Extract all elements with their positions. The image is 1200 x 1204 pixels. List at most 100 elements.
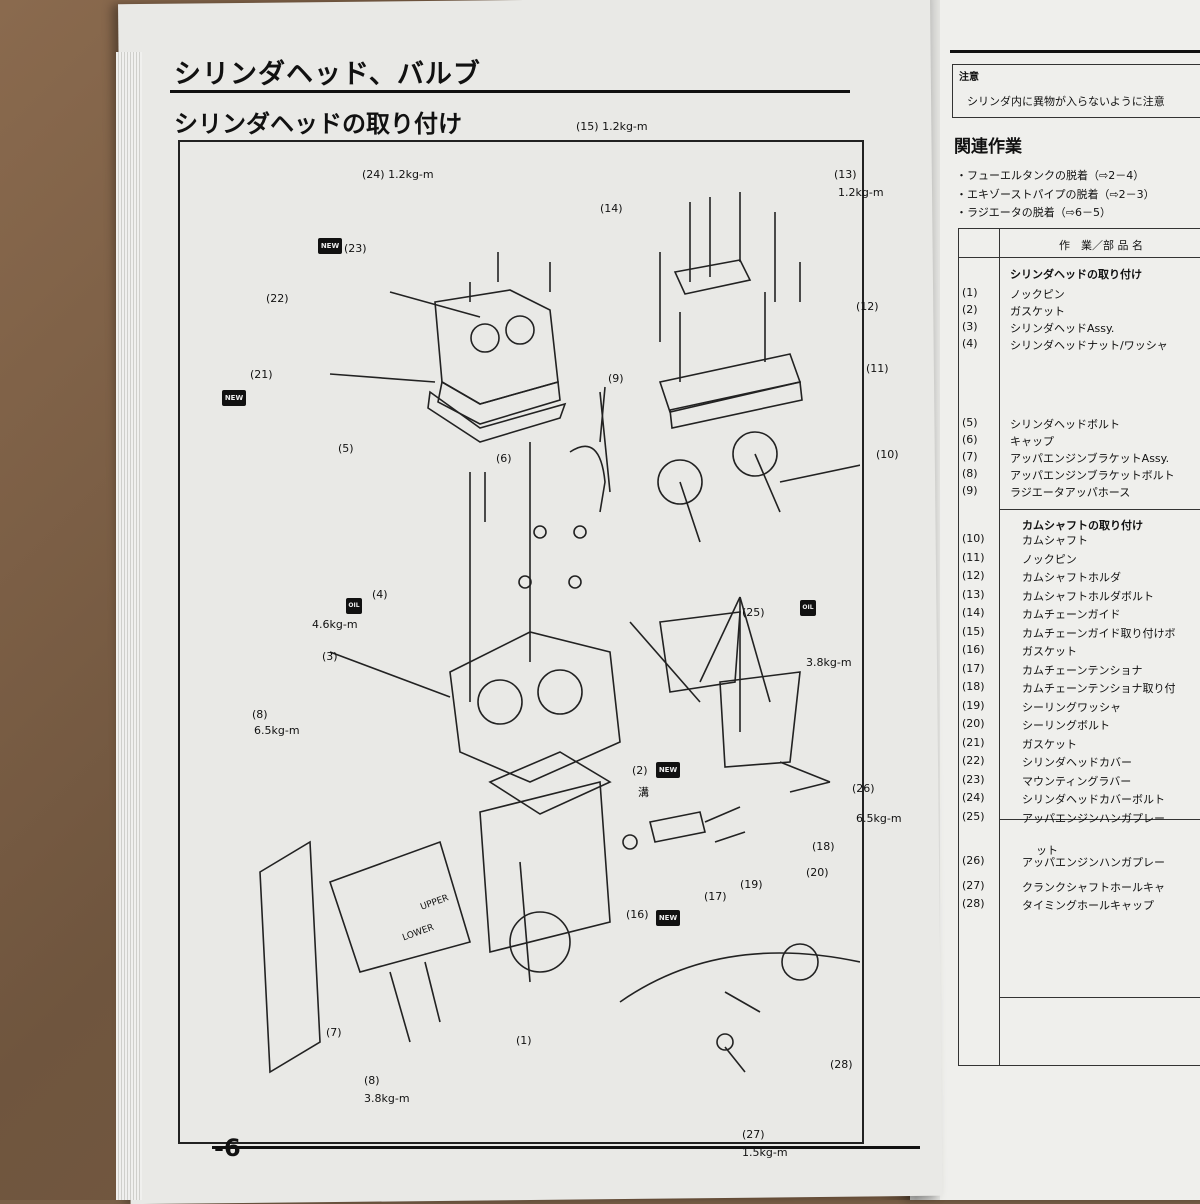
table-row-number: (4)	[962, 337, 978, 350]
table-row-number: (11)	[962, 550, 985, 564]
table-row-number: (17)	[962, 661, 985, 675]
table-row-number: (21)	[962, 735, 985, 749]
callout-label: (28)	[830, 1058, 853, 1071]
table-row-part-name: マウンティングラバー	[1022, 774, 1132, 788]
table-divider	[999, 229, 1000, 1065]
cylinder-head-gasket	[488, 751, 612, 815]
table-row-part-name: シリンダヘッドカバーボルト	[1022, 793, 1165, 806]
new-part-icon: NEW	[656, 762, 680, 778]
table-row-number: (23)	[962, 772, 985, 786]
cam-chain-guide	[673, 259, 752, 295]
callout-label: (8)	[364, 1074, 380, 1087]
diagram-frame	[178, 140, 864, 1144]
table-row-part-name: クランクシャフトホールキャ	[1022, 880, 1165, 894]
table-row-part-name: アッパエンジンブラケットボルト	[1010, 469, 1175, 482]
table-row-part-name: ガスケット	[1022, 737, 1077, 751]
header-rule	[170, 90, 850, 93]
callout-label: (15) 1.2kg-m	[576, 120, 648, 133]
radiator	[259, 840, 321, 1074]
cylinder-head	[449, 631, 621, 783]
header-title: シリンダヘッド、バルブ	[174, 59, 481, 90]
callout-label: (22)	[266, 292, 289, 305]
camshaft	[679, 453, 781, 543]
table-row-part-name: シリンダヘッドAssy.	[1010, 322, 1115, 335]
oil-icon: OIL	[346, 598, 362, 614]
table-row-part-name: カムチェーンテンショナ取り付	[1022, 682, 1176, 695]
callout-label: (12)	[856, 300, 879, 313]
table-row-number: (13)	[962, 587, 985, 601]
callout-label: (10)	[876, 448, 899, 461]
table-row-part-name: ノックピン	[1022, 552, 1077, 566]
oil-icon: OIL	[800, 600, 816, 616]
table-row-part-name: シーリングワッシャ	[1022, 700, 1121, 714]
callout-label: 3.8kg-m	[364, 1092, 410, 1105]
page-number: -6	[214, 1134, 241, 1162]
table-row-number: (28)	[962, 897, 985, 910]
related-item: ・ラジエータの脱着（⇨6－5）	[956, 206, 1111, 219]
callout-label: 4.6kg-m	[312, 618, 358, 631]
camshaft-holder	[658, 353, 802, 413]
table-row-rule	[999, 819, 1200, 820]
table-row-part-name: カムシャフト	[1022, 534, 1088, 547]
callout-label: (16)	[626, 908, 649, 921]
table-row-part-name: ガスケット	[1022, 645, 1077, 658]
callout-label: (27)	[742, 1128, 765, 1141]
table-row-number: (2)	[962, 303, 978, 316]
table-row-number: (22)	[962, 754, 985, 767]
right-header-rule	[950, 50, 1200, 53]
related-item: ・フューエルタンクの脱着（⇨2－4）	[956, 169, 1145, 182]
related-item: ・エキゾーストパイプの脱着（⇨2－3）	[956, 188, 1155, 201]
callout-label: (11)	[866, 362, 889, 375]
callout-label: 1.5kg-m	[742, 1146, 788, 1159]
callout-label: (9)	[608, 372, 624, 385]
callout-label: (24) 1.2kg-m	[362, 168, 434, 181]
table-row-part-name: シリンダヘッドナット/ワッシャ	[1010, 339, 1168, 352]
exploded-diagram	[259, 192, 860, 1074]
callout-label: (18)	[812, 840, 835, 853]
table-row-number: (14)	[962, 606, 985, 619]
table-row-part-name: アッパエンジンハンガプレー	[1022, 856, 1165, 869]
table-row-rule	[999, 509, 1200, 510]
table-cell-continuation: ット	[1036, 844, 1058, 857]
table-row-number: (12)	[962, 569, 985, 582]
table-row-number: (3)	[962, 320, 978, 333]
camshaft-sprocket	[657, 459, 703, 505]
new-part-icon: NEW	[222, 390, 246, 406]
table-row-number: (5)	[962, 416, 978, 429]
note-label: 注意	[959, 72, 979, 83]
cylinder	[479, 780, 611, 954]
coolant-reservoir	[328, 840, 472, 973]
callout-label: (25)	[742, 606, 765, 619]
callout-label: 6.5kg-m	[856, 812, 902, 825]
callout-label: (3)	[322, 650, 338, 663]
callout-label: (19)	[740, 878, 763, 891]
footer-rule	[212, 1146, 920, 1149]
related-title: 関連作業	[954, 137, 1022, 157]
timing-hole-cap	[716, 1033, 734, 1051]
table-row-part-name: タイミングホールキャップ	[1022, 899, 1154, 912]
table-row-part-name: シリンダヘッドカバー	[1022, 756, 1132, 769]
callout-label: (1)	[516, 1034, 532, 1047]
callout-label: (2)	[632, 764, 648, 777]
new-part-icon: NEW	[656, 910, 680, 926]
table-row-number: (10)	[962, 532, 985, 545]
callout-label: (4)	[372, 588, 388, 601]
table-row-part-name: キャップ	[1010, 435, 1054, 448]
callout-label: 溝	[638, 786, 649, 799]
callout-label: 1.2kg-m	[838, 186, 884, 199]
callout-label: (23)	[344, 242, 367, 255]
callout-label: 3.8kg-m	[806, 656, 852, 669]
table-header-rule	[959, 257, 1200, 258]
table-row-number: (8)	[962, 467, 978, 480]
table-row-part-name: ノックピン	[1010, 288, 1065, 301]
table-row-part-name: ガスケット	[1010, 305, 1065, 318]
callout-label: (14)	[600, 202, 623, 215]
callout-label: (7)	[326, 1026, 342, 1039]
radiator-hose	[569, 445, 606, 513]
table-row-number: (24)	[962, 791, 985, 804]
crankcase-inset	[619, 952, 860, 1003]
table-row-part-name: シリンダヘッドボルト	[1010, 418, 1120, 431]
table-row-number: (19)	[962, 698, 985, 712]
cam-chain-tensioner	[649, 811, 706, 843]
table-row-number: (15)	[962, 624, 985, 638]
